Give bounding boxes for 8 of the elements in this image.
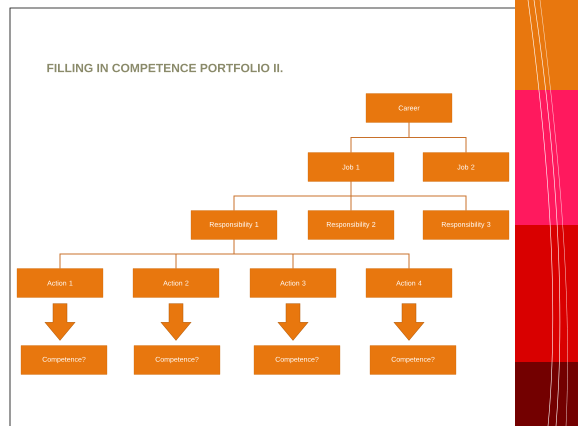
block-arrow	[394, 303, 424, 341]
connector-line	[408, 122, 466, 153]
connector-line	[350, 181, 466, 211]
block-arrow	[278, 303, 308, 341]
block-arrow	[44, 303, 76, 341]
slide-title: FILLING IN COMPETENCE PORTFOLIO II.	[47, 64, 282, 72]
connector-line	[234, 239, 410, 269]
block-arrow	[160, 303, 192, 341]
